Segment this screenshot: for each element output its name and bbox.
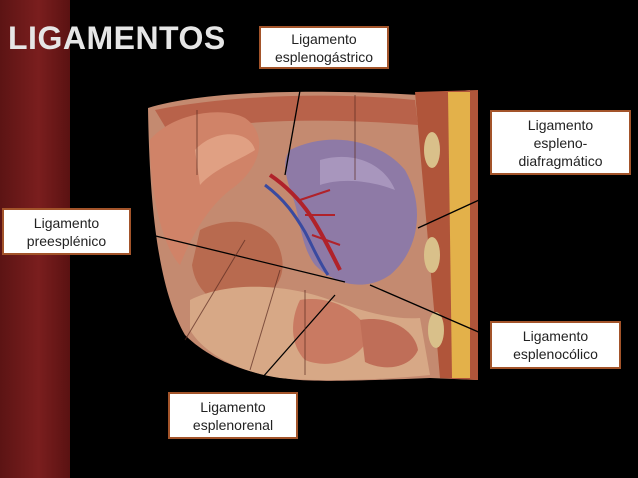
pointer-line-esplenogastrico — [284, 67, 305, 176]
striation — [249, 269, 281, 371]
pointer-line-esplenorenal — [261, 294, 336, 379]
page-title: LIGAMENTOS — [8, 20, 226, 56]
intestine-loop — [293, 299, 370, 364]
rib-node — [424, 237, 440, 273]
rib-node — [428, 312, 444, 348]
pointer-line-esplenocolico — [369, 284, 491, 338]
label-ligamento-esplenogastrico: Ligamento esplenogástrico — [259, 26, 389, 69]
vessel-vein — [264, 183, 330, 276]
rib-node — [424, 132, 440, 168]
rib-band — [448, 92, 470, 378]
label-ligamento-esplenocolico: Ligamento esplenocólico — [490, 321, 621, 369]
striation — [184, 239, 246, 341]
intestine-loop — [360, 319, 418, 368]
kidney — [192, 221, 283, 306]
spleen-highlight — [320, 156, 395, 190]
stomach-fold — [195, 134, 255, 185]
label-ligamento-esplenorenal: Ligamento esplenorenal — [168, 392, 298, 439]
label-ligamento-esplenodiafragmatico: Ligamento espleno- diafragmático — [490, 110, 631, 175]
pointer-line-preesplenico — [130, 229, 346, 283]
label-ligamento-preesplenico: Ligamento preesplénico — [2, 208, 131, 255]
pointer-line-esplenodiafragmatico — [417, 194, 491, 229]
vessel-branch — [299, 189, 341, 246]
